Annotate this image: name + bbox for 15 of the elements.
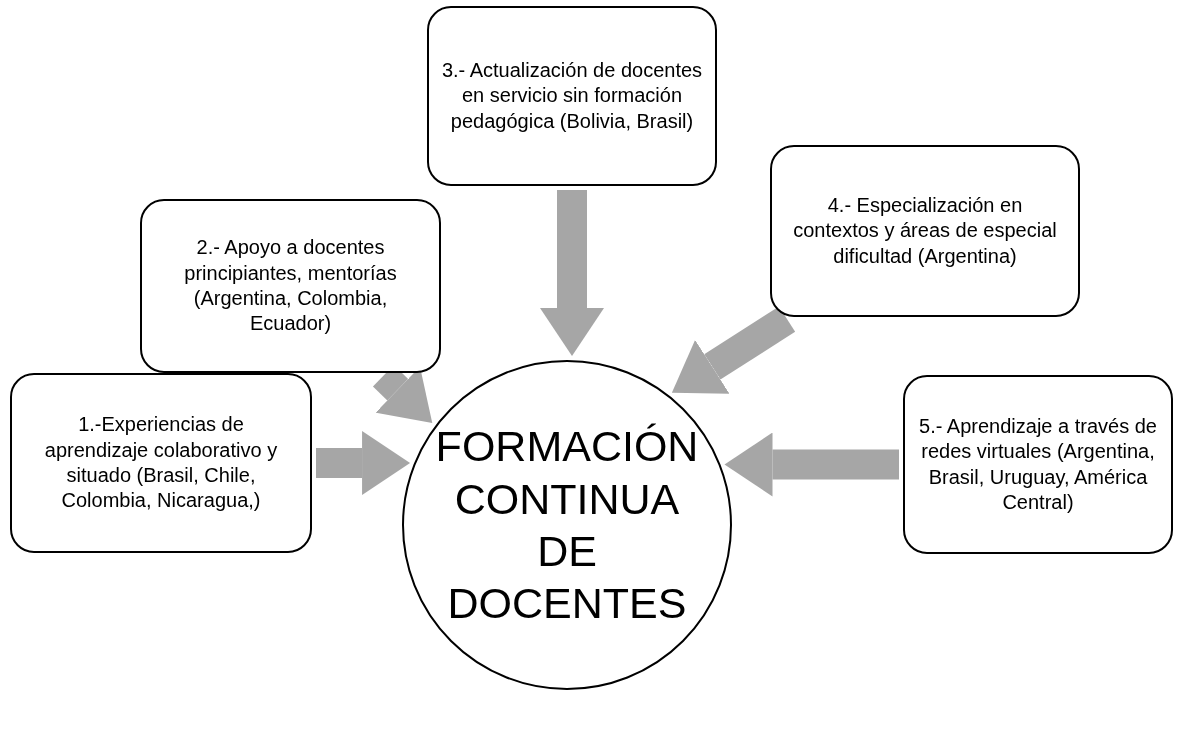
node-text: FORMACIÓN CONTINUA DE DOCENTES bbox=[434, 421, 700, 630]
block-arrow bbox=[724, 432, 899, 497]
block-arrow bbox=[671, 306, 796, 394]
topic-box bbox=[427, 6, 717, 186]
node-text: 3.- Actualización de docentes en servicio sin formación pedagógica (Bolivia, Brasil) bbox=[440, 57, 704, 134]
node-text: 4.- Especialización en contextos y áreas de especial dificultad (Argentina) bbox=[792, 192, 1058, 269]
node-text: 1.-Experiencias de aprendizaje colaborativo y situado (Brasil, Chile, Colombia, Nicaragua,) bbox=[43, 412, 279, 514]
topic-box bbox=[10, 373, 312, 553]
topic-box bbox=[140, 199, 441, 373]
topic-box bbox=[770, 145, 1080, 317]
block-arrow bbox=[316, 431, 411, 495]
node-text: 5.- Aprendizaje a través de redes virtuales (Argentina, Brasil, Uruguay, América Central) bbox=[918, 413, 1158, 515]
topic-box bbox=[903, 375, 1173, 554]
node-text: 2.- Apoyo a docentes principiantes, mentorías (Argentina, Colombia, Ecuador) bbox=[183, 235, 398, 337]
block-arrow bbox=[540, 190, 604, 357]
